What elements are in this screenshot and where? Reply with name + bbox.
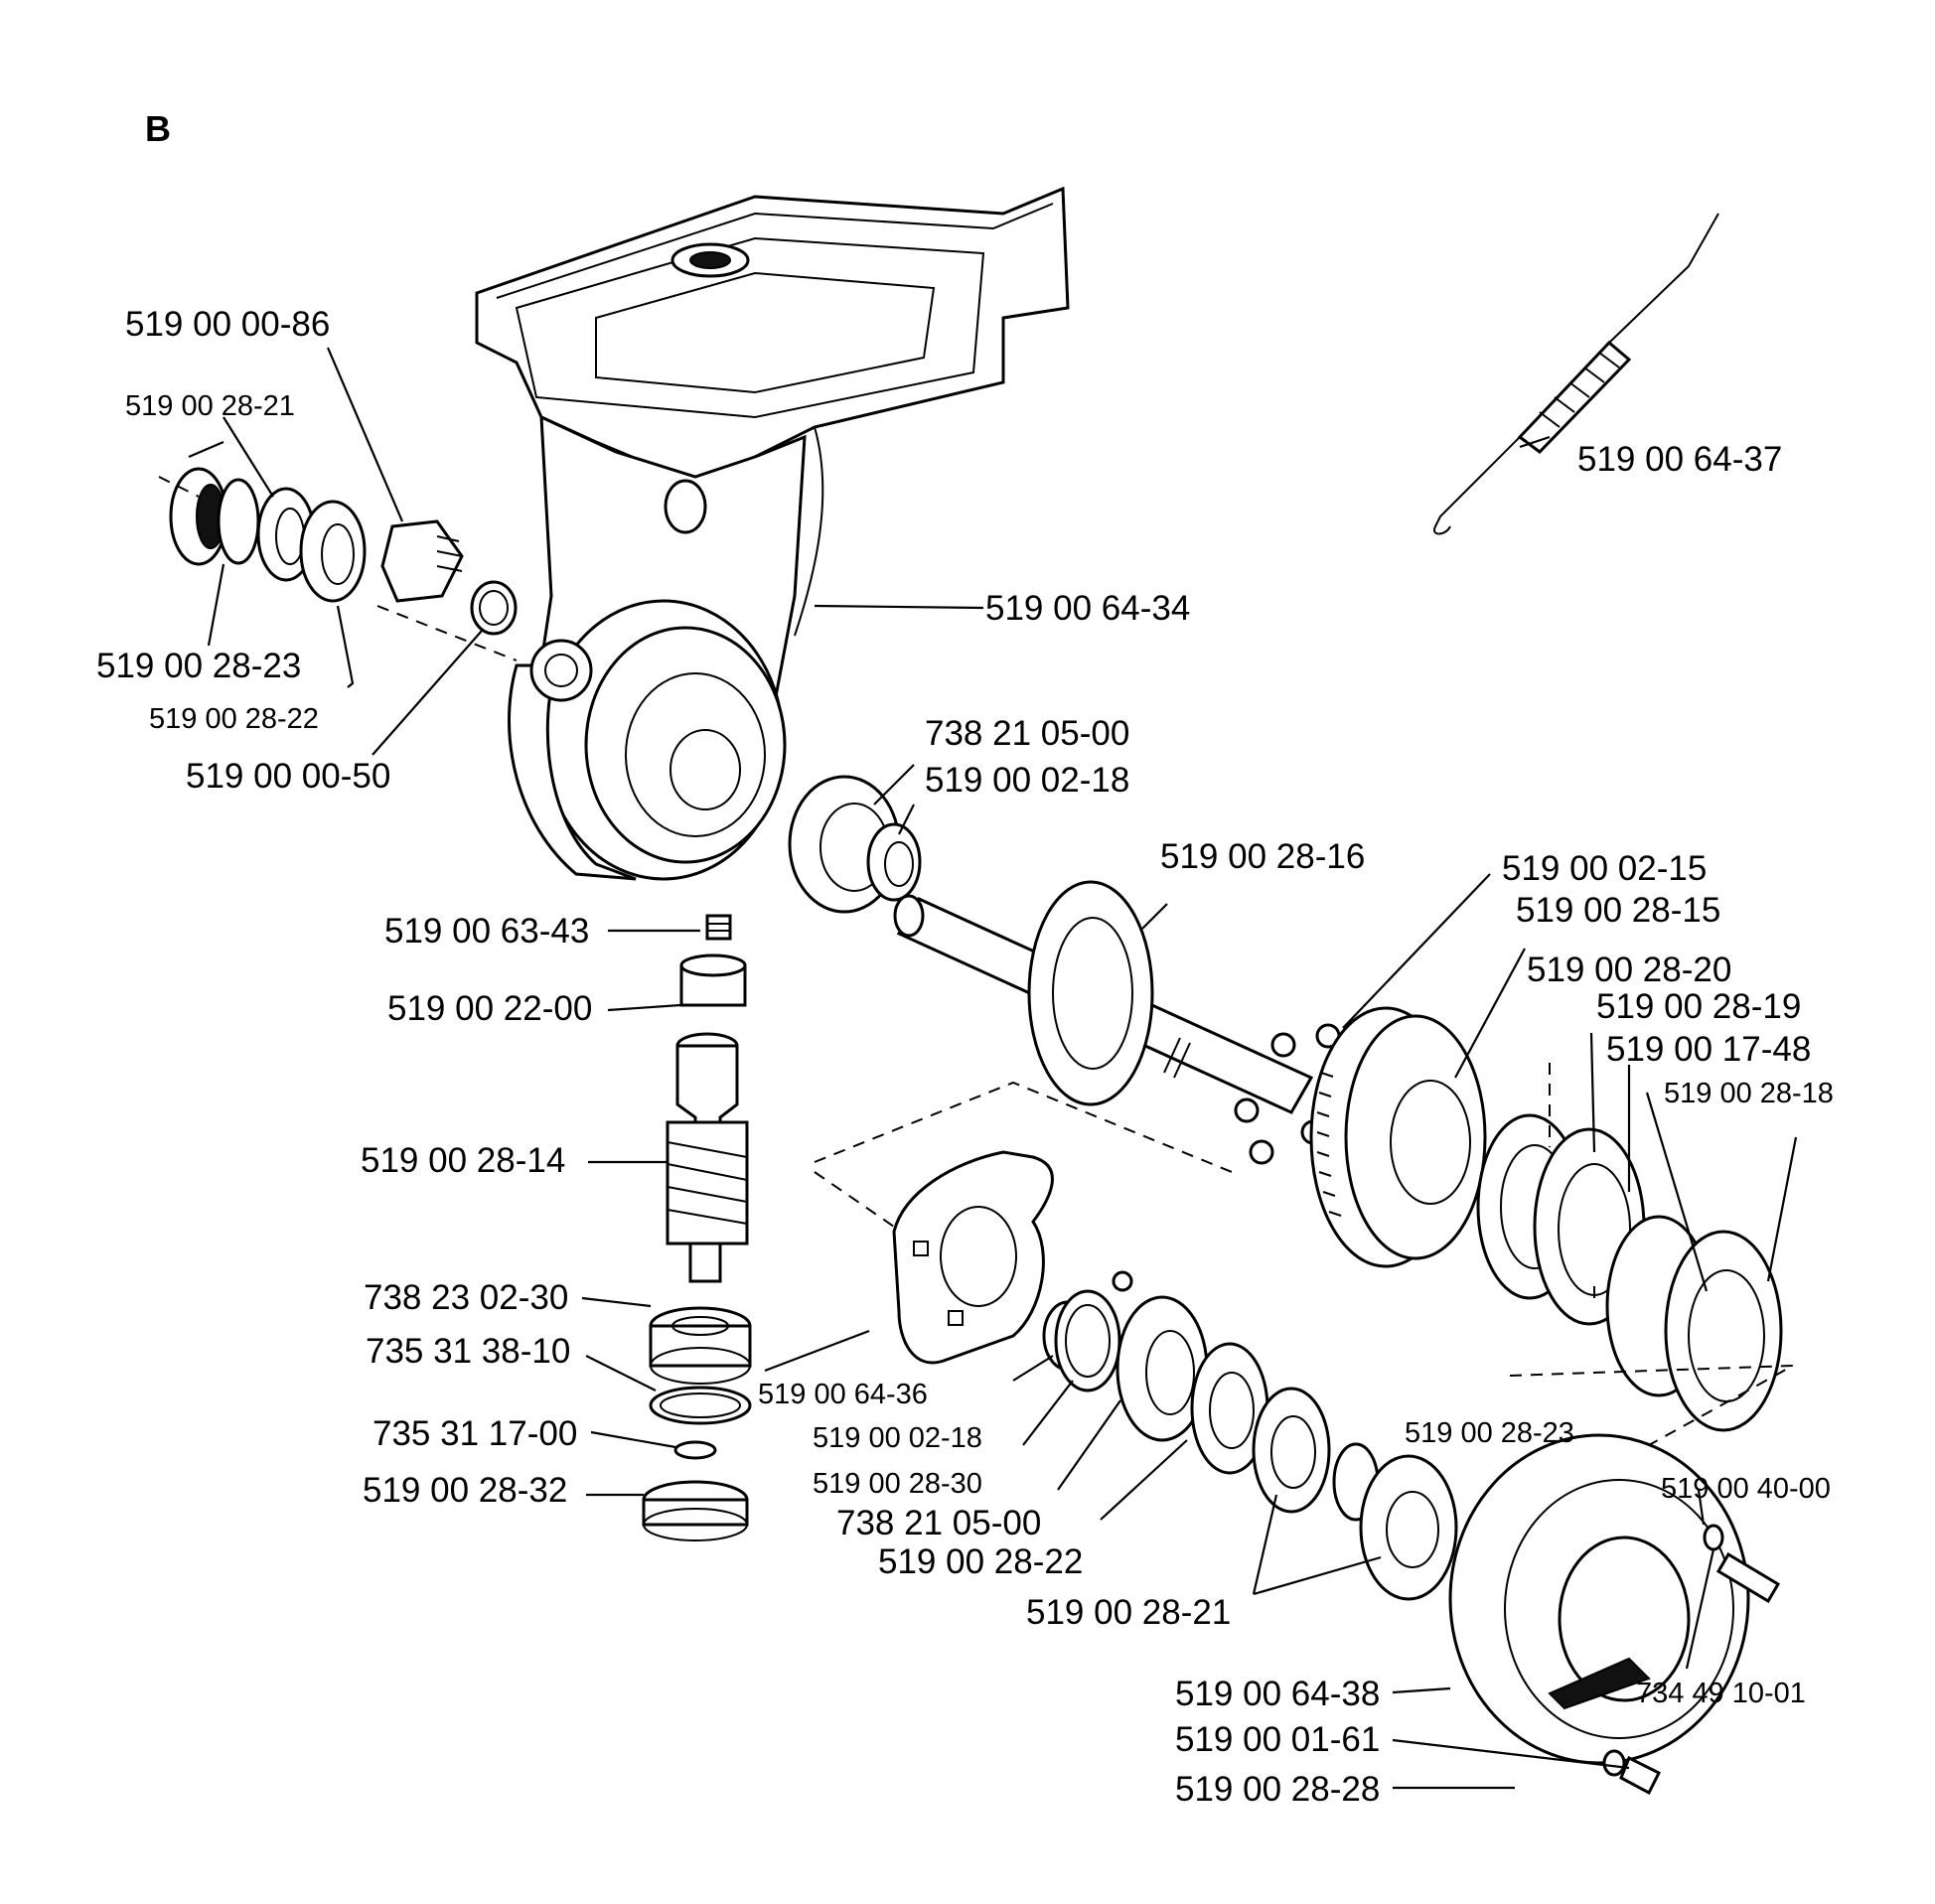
part-label: 519 00 64-36 [758, 1379, 928, 1410]
leader-lines [188, 347, 1798, 1790]
section-letter: B [145, 108, 171, 149]
part-label: 519 00 63-43 [384, 912, 589, 951]
part-label: 738 21 05-00 [925, 714, 1129, 753]
worm-gear [1309, 1006, 1487, 1268]
end-cover [1448, 1433, 1781, 1796]
part-label: 519 00 28-14 [361, 1141, 565, 1180]
part-label: 519 00 28-18 [1664, 1078, 1834, 1109]
part-label: 738 23 02-30 [364, 1278, 568, 1317]
part-label: 519 00 02-18 [813, 1422, 982, 1454]
right-shim-stack [1476, 1113, 1783, 1432]
part-label: 519 00 28-22 [149, 703, 319, 735]
part-label: 519 00 64-37 [1577, 440, 1782, 479]
gearbox-housing [475, 186, 1070, 881]
tension-spring [1433, 213, 1719, 535]
part-label: 738 21 05-00 [836, 1504, 1041, 1542]
worm-shaft-stack [642, 914, 752, 1541]
part-label: 735 31 17-00 [372, 1414, 577, 1453]
part-label: 734 49 10-01 [1636, 1678, 1806, 1709]
part-label: 519 00 28-23 [1405, 1417, 1574, 1449]
part-label: 519 00 28-30 [813, 1468, 982, 1500]
part-labels: 519 00 00-86 519 00 28-21 519 00 28-23 5… [96, 305, 1834, 1809]
part-label: 519 00 17-48 [1606, 1030, 1811, 1069]
drive-shaft [893, 880, 1314, 1114]
part-label: 519 00 28-19 [1596, 987, 1801, 1026]
part-label: 519 00 01-61 [1175, 1720, 1380, 1759]
part-label: 519 00 00-86 [125, 305, 330, 344]
part-label: 519 00 02-18 [925, 761, 1129, 800]
part-label: 519 00 28-20 [1527, 951, 1731, 989]
part-label: 519 00 00-50 [186, 757, 390, 796]
part-label: 735 31 38-10 [366, 1332, 570, 1371]
part-label: 519 00 28-32 [363, 1471, 567, 1510]
part-label: 519 00 64-38 [1175, 1675, 1380, 1713]
part-label: 519 00 40-00 [1661, 1473, 1831, 1505]
side-cover-plate [892, 1150, 1054, 1365]
part-label: 519 00 28-23 [96, 647, 301, 685]
part-label: 519 00 28-21 [125, 390, 295, 422]
left-seal-group [169, 467, 518, 636]
lower-bearing-stack [1042, 1289, 1458, 1601]
part-label: 519 00 28-22 [878, 1542, 1083, 1581]
part-label: 519 00 28-28 [1175, 1770, 1380, 1809]
part-label: 519 00 28-21 [1026, 1593, 1231, 1632]
part-label: 519 00 22-00 [387, 989, 592, 1028]
part-label: 519 00 28-16 [1160, 837, 1365, 876]
part-label: 519 00 28-15 [1516, 891, 1720, 930]
part-label: 519 00 02-15 [1502, 849, 1707, 888]
part-label: 519 00 64-34 [985, 589, 1190, 628]
upper-bearing [788, 775, 922, 914]
